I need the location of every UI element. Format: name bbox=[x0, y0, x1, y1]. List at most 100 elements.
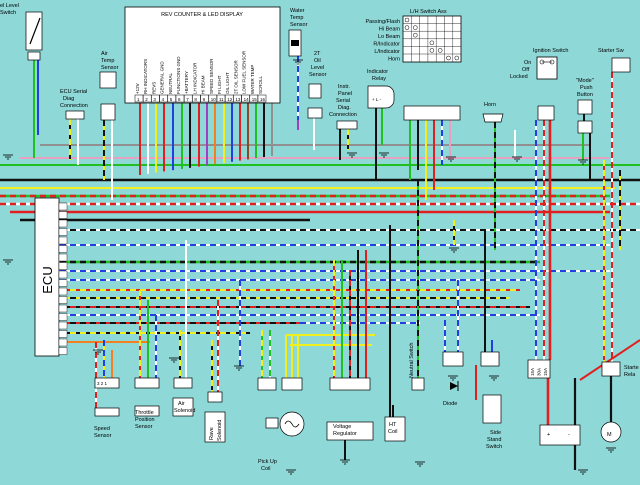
lh-contact-icon bbox=[404, 17, 410, 23]
rev-pin-number: 14 bbox=[244, 97, 250, 102]
ecu-pin bbox=[58, 228, 68, 236]
mode-push-button: "Mode" Push Button bbox=[576, 78, 594, 134]
ground-icon bbox=[340, 459, 350, 465]
rev-pin-number: 11 bbox=[219, 97, 224, 102]
level-switch-body bbox=[25, 11, 43, 51]
oil-level-label-2: Oil bbox=[314, 58, 321, 64]
rave-solenoid: Rave Solenoid bbox=[204, 391, 226, 443]
indicator-relay: Indicator Relay + L - bbox=[367, 69, 395, 109]
ground-icon bbox=[415, 461, 425, 467]
voltage-regulator-body bbox=[326, 421, 374, 441]
voltage-regulator: Voltage Regulator bbox=[326, 377, 374, 441]
ignition-locked-label: Locked bbox=[510, 74, 528, 80]
rev-counter-box bbox=[124, 6, 281, 104]
rev-pin-label: FUNCTIONS GND bbox=[176, 56, 181, 94]
fuse-box-body bbox=[527, 359, 551, 379]
water-temp-element-icon bbox=[291, 40, 299, 46]
lh-contact-icon bbox=[413, 32, 418, 38]
rev-pin-box bbox=[257, 94, 267, 103]
rev-pin-number: 16 bbox=[260, 97, 266, 102]
level-switch-connector bbox=[27, 51, 41, 61]
side-stand-connector bbox=[480, 351, 500, 367]
ecu-pin bbox=[58, 279, 68, 287]
rev-pin-label: LH INDICATOR bbox=[192, 62, 197, 94]
ground-icon bbox=[449, 247, 459, 253]
throttle-sensor: Throttle Position Sensor bbox=[134, 377, 160, 430]
lh-contact-icon bbox=[429, 40, 435, 46]
ground-icon bbox=[347, 152, 357, 158]
starter-switch-body bbox=[611, 57, 631, 73]
rev-pin-number: 10 bbox=[211, 97, 217, 102]
air-temp-label-3: Sensor bbox=[101, 65, 119, 71]
air-solenoid-body bbox=[172, 397, 194, 417]
diode-connector bbox=[442, 351, 464, 367]
rev-pin-label: GENERAL GND bbox=[160, 61, 165, 94]
pickup-coil-label-2: Coil bbox=[261, 466, 270, 472]
ecu-serial-label-2: Diag bbox=[63, 96, 74, 102]
speed-sensor-label-1: Speed bbox=[94, 426, 110, 432]
ecu-pin bbox=[58, 262, 68, 270]
throttle-sensor-body bbox=[134, 405, 160, 417]
ground-icon bbox=[606, 447, 616, 453]
rev-pin-label: HI BEAM bbox=[201, 75, 206, 94]
wires-layer bbox=[0, 56, 640, 470]
speed-sensor-pins: 3 2 1 bbox=[97, 381, 108, 386]
fuse-label: 30A bbox=[537, 368, 542, 376]
level-switch-label-2: Switch bbox=[0, 10, 16, 16]
ecu-label: ECU bbox=[40, 266, 55, 293]
ignition-switch: Ignition Switch On Off Locked bbox=[510, 48, 568, 121]
starter-relay-label-2: Rela bbox=[624, 372, 636, 378]
lh-contact-icon bbox=[413, 25, 418, 30]
mode-button-label-1: "Mode" bbox=[576, 78, 594, 84]
rev-pin-number: 5 bbox=[170, 97, 173, 102]
rev-pin-number: 8 bbox=[194, 97, 197, 102]
oil-level-label-4: Sensor bbox=[309, 72, 327, 78]
side-stand-label-2: Stand bbox=[487, 437, 501, 443]
rev-pin-label: SPEED SENSOR bbox=[209, 58, 214, 94]
rave-solenoid-label-2: Solenoid bbox=[217, 420, 223, 441]
water-temp-label-3: Sensor bbox=[290, 22, 308, 28]
rave-solenoid-connector bbox=[207, 391, 223, 403]
speed-sensor: 3 2 1 Speed Sensor bbox=[94, 377, 120, 439]
starter-switch: Starter Sw bbox=[598, 48, 631, 73]
voltage-regulator-label-2: Regulator bbox=[333, 431, 357, 437]
rev-pin-number: 4 bbox=[162, 97, 165, 102]
ecu-pin bbox=[58, 304, 68, 313]
starter-motor: M bbox=[600, 421, 622, 443]
ecu-pin bbox=[58, 219, 68, 228]
rev-pin-number: 7 bbox=[186, 97, 189, 102]
starter-relay: Starte Rela bbox=[601, 361, 639, 378]
lh-switch-row-label: L/Indicator bbox=[374, 49, 400, 55]
ht-coil: HT Coil bbox=[384, 416, 406, 442]
voltage-regulator-label-1: Voltage bbox=[333, 424, 351, 430]
rev-pin-number: 1 bbox=[137, 97, 140, 102]
rev-pin-number: 12 bbox=[227, 97, 233, 102]
air-solenoid: Air Solenoid bbox=[172, 377, 195, 417]
lh-switch-row-label: Horn bbox=[388, 57, 400, 63]
ignition-off-label: Off bbox=[522, 67, 530, 73]
oil-level-connector bbox=[307, 107, 323, 119]
lh-contact-icon bbox=[454, 55, 460, 61]
ecu-pin bbox=[58, 202, 68, 211]
ground-icon bbox=[379, 152, 389, 158]
voltage-regulator-connector bbox=[329, 377, 371, 391]
diode-label: Diode bbox=[443, 401, 457, 407]
throttle-sensor-label-3: Sensor bbox=[135, 424, 153, 430]
lh-switch-row-label: Hi Beam bbox=[379, 27, 401, 33]
mode-button-connector bbox=[577, 120, 593, 134]
ground-icon bbox=[578, 469, 588, 475]
throttle-sensor-label-2: Position bbox=[135, 417, 155, 423]
rev-pin-label: LOW FUEL SENSOR bbox=[242, 50, 247, 94]
ground-icon bbox=[234, 365, 244, 371]
lh-switch-title: L/H Switch Ass bbox=[410, 9, 447, 15]
lh-switch-connector bbox=[403, 105, 461, 121]
ground-icon bbox=[293, 59, 303, 65]
ground-icon bbox=[489, 375, 499, 381]
wire bbox=[579, 339, 640, 381]
ground-icon bbox=[286, 469, 296, 475]
air-temp-label-1: Air bbox=[101, 51, 108, 57]
rev-pin-label: +BATTERY bbox=[184, 71, 189, 94]
oil-level-label-1: 2T bbox=[314, 51, 321, 57]
ecu-pin bbox=[58, 211, 68, 219]
